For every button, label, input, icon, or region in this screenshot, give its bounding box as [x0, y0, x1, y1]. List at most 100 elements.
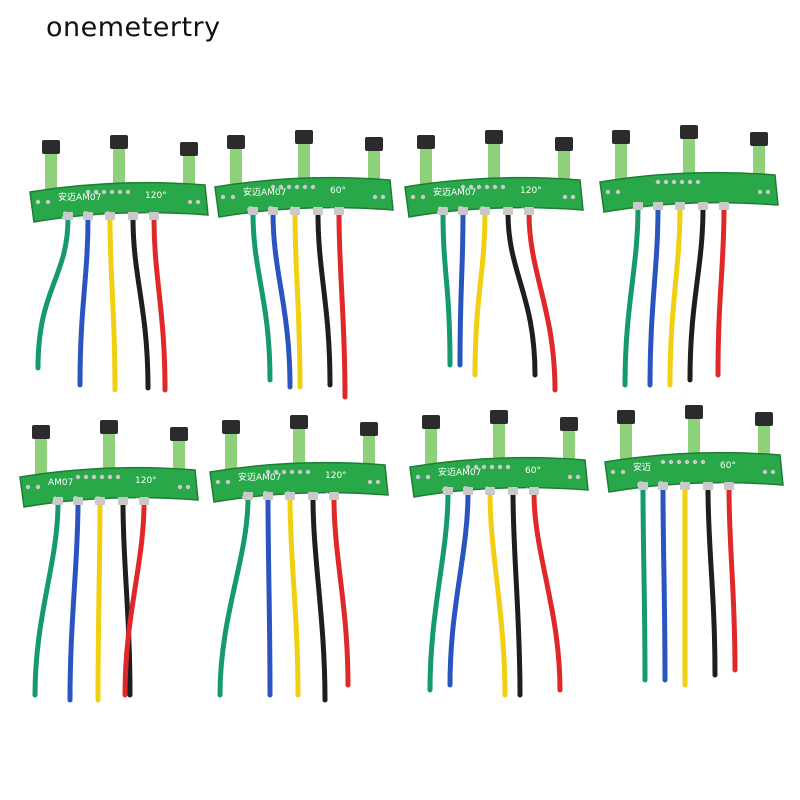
- hall-sensor: [422, 415, 440, 429]
- wire: [647, 205, 661, 388]
- solder-pad: [724, 482, 734, 490]
- sensor-leads: [615, 142, 627, 182]
- sensor-leads: [493, 422, 505, 462]
- wire: [310, 495, 328, 703]
- solder-hole: [273, 469, 279, 475]
- wire: [217, 495, 251, 698]
- hall-sensor: [42, 140, 60, 154]
- board-label: 安迈AM07: [238, 471, 281, 483]
- wire: [130, 215, 151, 391]
- solder-pad: [508, 487, 518, 495]
- solder-hole: [75, 474, 81, 480]
- hall-sensor: [612, 130, 630, 144]
- solder-hole: [220, 194, 226, 200]
- hall-sensor: [555, 137, 573, 151]
- solder-hole: [410, 194, 416, 200]
- hall-sensor: [360, 422, 378, 436]
- solder-pad: [675, 202, 685, 210]
- solder-hole: [460, 184, 466, 190]
- sensor-leads: [230, 147, 242, 187]
- solder-hole: [655, 179, 661, 185]
- solder-hole: [660, 459, 666, 465]
- solder-pad: [633, 202, 643, 210]
- board-label: 安迈: [633, 461, 651, 473]
- angle-label: 120°: [325, 471, 347, 481]
- hall-sensor: [100, 420, 118, 434]
- sensor-leads: [225, 432, 237, 472]
- solder-hole: [372, 194, 378, 200]
- sensor-board: [599, 125, 779, 388]
- hall-sensor: [227, 135, 245, 149]
- solder-hole: [668, 459, 674, 465]
- hall-sensor: [680, 125, 698, 139]
- wire: [687, 205, 706, 383]
- wire: [487, 490, 508, 698]
- solder-pad: [458, 207, 468, 215]
- hall-sensor: [560, 417, 578, 431]
- solder-pad: [680, 482, 690, 490]
- solder-pad: [313, 207, 323, 215]
- sensor-leads: [113, 147, 125, 187]
- wire: [667, 205, 683, 388]
- wire: [287, 495, 301, 698]
- solder-hole: [215, 479, 221, 485]
- solder-hole: [101, 189, 107, 195]
- hall-sensor: [685, 405, 703, 419]
- wire: [440, 210, 453, 368]
- solder-hole: [302, 184, 308, 190]
- solder-pad: [290, 207, 300, 215]
- solder-pad: [285, 492, 295, 500]
- solder-hole: [484, 184, 490, 190]
- solder-hole: [492, 184, 498, 190]
- solder-hole: [225, 479, 231, 485]
- solder-hole: [663, 179, 669, 185]
- solder-hole: [305, 469, 311, 475]
- solder-hole: [85, 189, 91, 195]
- wire: [265, 495, 273, 698]
- solder-pad: [128, 212, 138, 220]
- watermark-text: onemetertry: [46, 12, 221, 43]
- solder-hole: [676, 459, 682, 465]
- solder-pad: [268, 207, 278, 215]
- solder-hole: [620, 469, 626, 475]
- sensor-leads: [103, 432, 115, 472]
- solder-hole: [281, 469, 287, 475]
- solder-hole: [185, 484, 191, 490]
- wire: [726, 485, 738, 673]
- pcb-strip: [404, 176, 584, 218]
- solder-hole: [289, 469, 295, 475]
- solder-hole: [671, 179, 677, 185]
- solder-pad: [438, 207, 448, 215]
- sensor-leads: [683, 137, 695, 177]
- solder-pad: [524, 207, 534, 215]
- solder-hole: [286, 184, 292, 190]
- solder-hole: [489, 464, 495, 470]
- hall-sensor: [222, 420, 240, 434]
- solder-hole: [25, 484, 31, 490]
- solder-hole: [270, 184, 276, 190]
- solder-hole: [481, 464, 487, 470]
- sensor-leads: [425, 427, 437, 467]
- sensor-leads: [688, 417, 700, 457]
- solder-hole: [615, 189, 621, 195]
- solder-hole: [177, 484, 183, 490]
- solder-pad: [443, 487, 453, 495]
- wire: [77, 215, 91, 388]
- hall-sensor: [170, 427, 188, 441]
- solder-hole: [468, 184, 474, 190]
- solder-pad: [698, 202, 708, 210]
- wire: [250, 210, 273, 383]
- wire: [336, 210, 348, 400]
- pcb-strip: [19, 466, 199, 508]
- solder-hole: [497, 464, 503, 470]
- solder-hole: [297, 469, 303, 475]
- wire: [67, 500, 81, 703]
- solder-hole: [476, 184, 482, 190]
- wire: [715, 205, 727, 378]
- solder-hole: [567, 474, 573, 480]
